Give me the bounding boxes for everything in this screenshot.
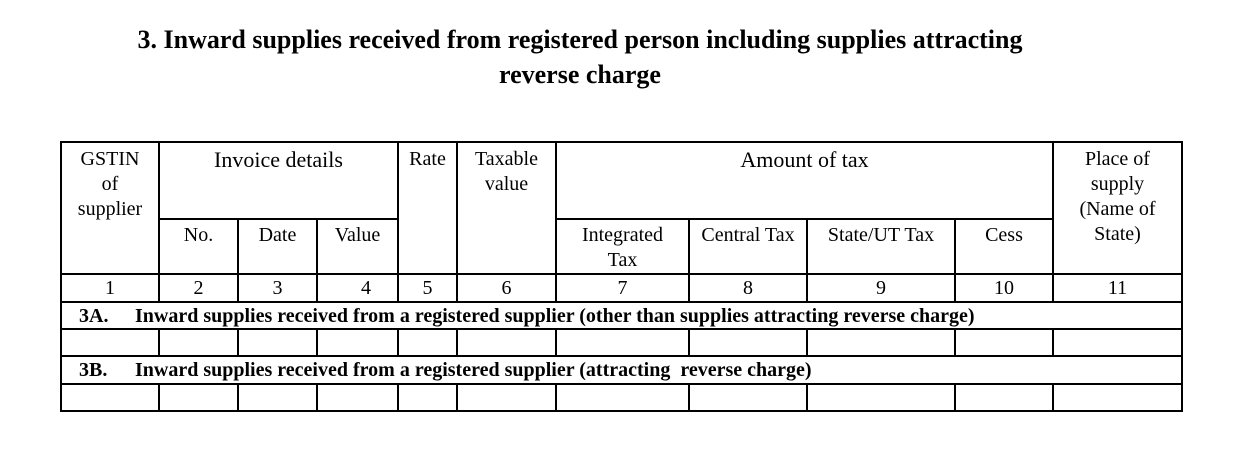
header-place-of-supply: Place of supply (Name of State) bbox=[1052, 141, 1183, 275]
column-number: 9 bbox=[806, 273, 956, 303]
section-label: Inward supplies received from a register… bbox=[135, 304, 975, 327]
state-ut-tax-cell[interactable] bbox=[806, 328, 956, 357]
section-label: Inward supplies received from a register… bbox=[135, 359, 812, 381]
header-central-tax: Central Tax bbox=[688, 218, 808, 275]
table-row bbox=[60, 383, 1183, 412]
header-state-ut-tax: State/UT Tax bbox=[806, 218, 956, 275]
cess-cell[interactable] bbox=[954, 328, 1054, 357]
header-invoice-value: Value bbox=[316, 218, 399, 275]
column-number: 3 bbox=[237, 273, 318, 303]
table-row bbox=[60, 328, 1183, 357]
invoice-no-cell[interactable] bbox=[158, 328, 239, 357]
gstin-cell[interactable] bbox=[60, 383, 160, 412]
header-cess: Cess bbox=[954, 218, 1054, 275]
place-of-supply-cell[interactable] bbox=[1052, 328, 1183, 357]
rate-cell[interactable] bbox=[397, 328, 458, 357]
header-invoice-no: No. bbox=[158, 218, 239, 275]
form-title-line2: reverse charge bbox=[499, 60, 661, 89]
inward-supplies-table: GSTIN of supplier Invoice details Rate T… bbox=[60, 141, 1183, 412]
form-title-line1: 3. Inward supplies received from registe… bbox=[137, 25, 1023, 54]
cess-cell[interactable] bbox=[954, 383, 1054, 412]
section-code: 3A. bbox=[79, 304, 109, 327]
header-gstin: GSTIN of supplier bbox=[60, 141, 160, 275]
column-number: 10 bbox=[954, 273, 1054, 303]
state-ut-tax-cell[interactable] bbox=[806, 383, 956, 412]
invoice-date-cell[interactable] bbox=[237, 328, 318, 357]
section-3a-heading: 3A. Inward supplies received from a regis… bbox=[60, 301, 1183, 330]
column-number: 5 bbox=[397, 273, 458, 303]
header-rate: Rate bbox=[397, 141, 458, 275]
header-invoice-details: Invoice details bbox=[158, 141, 399, 220]
central-tax-cell[interactable] bbox=[688, 328, 808, 357]
header-invoice-date: Date bbox=[237, 218, 318, 275]
column-number: 11 bbox=[1052, 273, 1183, 303]
column-number: 6 bbox=[456, 273, 557, 303]
column-number: 4 bbox=[316, 273, 399, 303]
rate-cell[interactable] bbox=[397, 383, 458, 412]
header-amount-of-tax: Amount of tax bbox=[555, 141, 1054, 220]
central-tax-cell[interactable] bbox=[688, 383, 808, 412]
invoice-value-cell[interactable] bbox=[316, 383, 399, 412]
column-number: 7 bbox=[555, 273, 690, 303]
invoice-value-cell[interactable] bbox=[316, 328, 399, 357]
invoice-no-cell[interactable] bbox=[158, 383, 239, 412]
column-number: 1 bbox=[60, 273, 160, 303]
gstin-cell[interactable] bbox=[60, 328, 160, 357]
section-code: 3B. bbox=[79, 359, 108, 381]
invoice-date-cell[interactable] bbox=[237, 383, 318, 412]
place-of-supply-cell[interactable] bbox=[1052, 383, 1183, 412]
header-taxable-value: Taxable value bbox=[456, 141, 557, 275]
integrated-tax-cell[interactable] bbox=[555, 383, 690, 412]
taxable-value-cell[interactable] bbox=[456, 328, 557, 357]
taxable-value-cell[interactable] bbox=[456, 383, 557, 412]
header-integrated-tax: Integrated Tax bbox=[555, 218, 690, 275]
section-3b-heading: 3B. Inward supplies received from a regis… bbox=[60, 355, 1183, 385]
column-number: 8 bbox=[688, 273, 808, 303]
column-number: 2 bbox=[158, 273, 239, 303]
integrated-tax-cell[interactable] bbox=[555, 328, 690, 357]
